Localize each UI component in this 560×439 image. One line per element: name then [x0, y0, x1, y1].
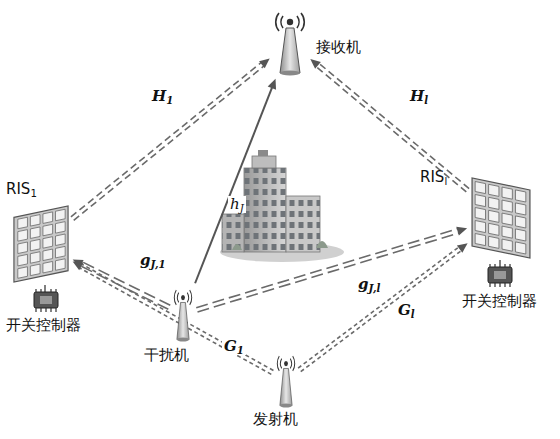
channel-label: hJ: [228, 196, 246, 213]
arrow-head: [456, 227, 467, 236]
controller-label: 开关控制器: [462, 292, 537, 310]
signal-link: [195, 79, 276, 283]
signal-link: [71, 58, 270, 220]
arrow-head: [457, 243, 468, 253]
link-line: [315, 66, 466, 192]
link-line: [301, 250, 463, 372]
arrow-head: [73, 262, 84, 271]
channel-label: Gl: [396, 302, 417, 319]
link-line: [79, 267, 272, 374]
station-node: 干扰机: [172, 286, 194, 342]
controller-label: 开关控制器: [6, 316, 81, 334]
signal-link: [298, 243, 468, 371]
ris-panel-icon: [12, 204, 70, 284]
link-line: [198, 233, 461, 312]
channel-label: gJ,1: [138, 252, 168, 269]
link-line: [298, 246, 460, 368]
link-line: [318, 62, 469, 188]
arrow-head: [259, 58, 270, 68]
antenna-tower-icon: [272, 8, 308, 76]
antenna-tower-icon: [172, 286, 194, 342]
channel-label: Hl: [408, 88, 430, 105]
station-node: 接收机: [272, 8, 308, 76]
antenna-tower-icon: [275, 352, 297, 408]
link-line: [74, 65, 265, 220]
node-label: RIS1: [6, 180, 37, 198]
link-line: [196, 228, 459, 307]
controller-chip: [34, 285, 58, 312]
channel-label: G1: [222, 338, 246, 355]
building-illustration: [220, 150, 344, 262]
arrow-head: [310, 59, 321, 69]
link-line: [81, 264, 274, 371]
node-label: RISl: [420, 168, 447, 186]
station-node: 发射机: [275, 352, 297, 408]
signal-link: [310, 59, 469, 192]
channel-label: H1: [150, 88, 175, 105]
link-line: [71, 62, 262, 217]
ris-node: RIS1: [12, 204, 70, 284]
node-label: 发射机: [253, 410, 298, 428]
controller-chip: [488, 260, 512, 287]
signal-link: [196, 227, 467, 312]
arrow-head: [268, 79, 276, 90]
link-line: [195, 86, 272, 283]
signal-link: [73, 262, 274, 375]
ris-node: RISl: [470, 176, 532, 260]
channel-label: gJ,l: [356, 276, 382, 293]
node-label: 接收机: [316, 38, 361, 56]
ris-panel-icon: [470, 176, 532, 260]
node-label: 干扰机: [144, 346, 189, 364]
